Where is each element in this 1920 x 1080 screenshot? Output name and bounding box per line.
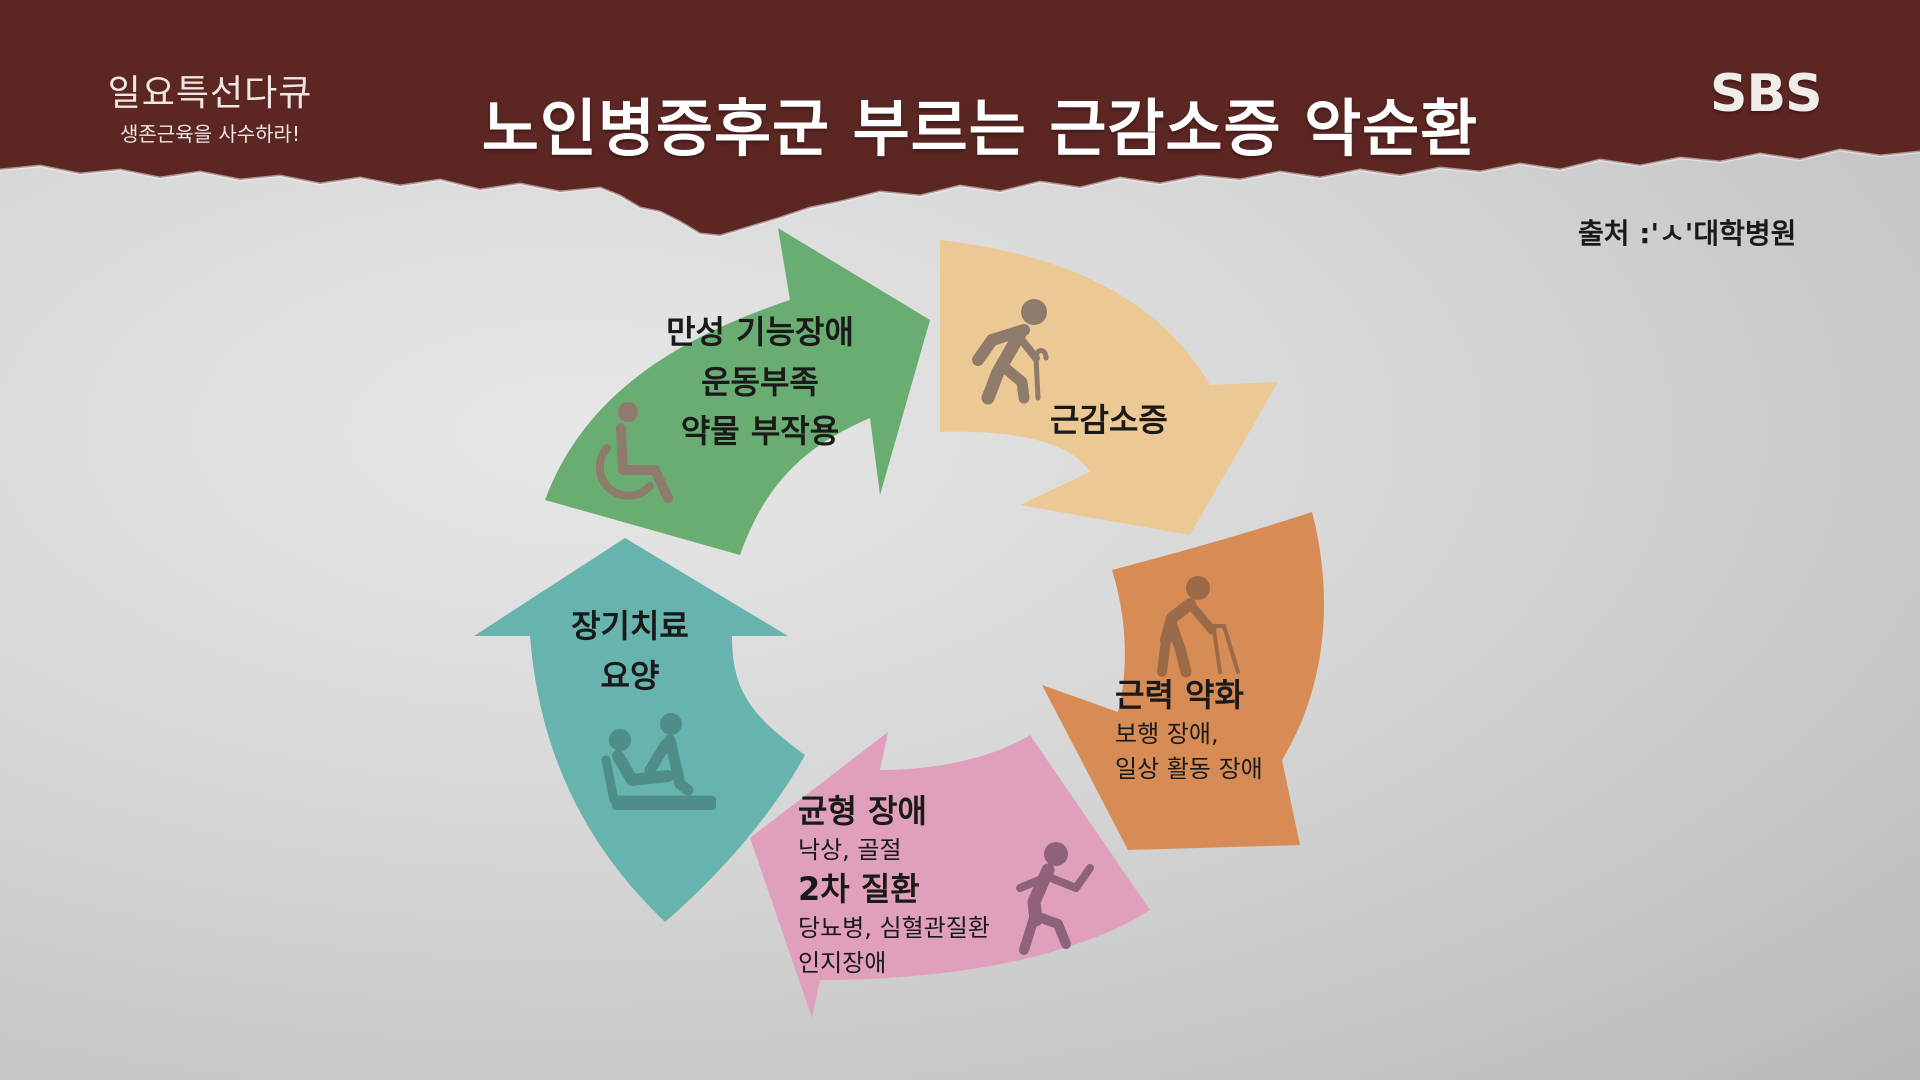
walker-icon xyxy=(1157,576,1240,678)
orange-detail-1: 보행 장애, xyxy=(1115,720,1219,749)
green-line-3: 약물 부작용 xyxy=(680,412,840,451)
program-subtitle: 생존근육을 사수하라! xyxy=(120,121,300,146)
green-line-1: 만성 기능장애 xyxy=(666,313,854,351)
arrow-pink xyxy=(750,732,1150,1018)
falling-person-icon xyxy=(1016,842,1094,955)
broadcaster-logo: SBS xyxy=(1710,64,1823,124)
program-name: 일요특선다큐 생존근육을 사수하라! xyxy=(100,74,320,147)
wheelchair-icon xyxy=(595,402,673,503)
peach-label: 근감소증 xyxy=(1050,401,1168,439)
pink-label: 균형 장애 낙상, 골절 2차 질환 당뇨병, 심혈관질환 인지장애 xyxy=(798,790,990,981)
source-caption: 출처 :'ㅅ'대학병원 xyxy=(1578,217,1797,250)
headline-title: 노인병증후군 부르는 근감소증 악순환 xyxy=(481,92,1479,165)
green-label: 만성 기능장애 운동부족 약물 부작용 xyxy=(640,308,880,457)
pink-detail-1: 낙상, 골절 xyxy=(798,836,902,865)
torn-paper-banner xyxy=(0,0,1920,238)
pink-detail-2: 당뇨병, 심혈관질환 xyxy=(798,914,990,943)
caregiver-bed-icon xyxy=(601,713,716,810)
pink-title-2: 2차 질환 xyxy=(798,869,920,908)
orange-label: 근력 약화 보행 장애, 일상 활동 장애 xyxy=(1115,674,1263,787)
pink-detail-3: 인지장애 xyxy=(798,948,887,977)
pink-title-1: 균형 장애 xyxy=(798,792,927,830)
orange-title: 근력 약화 xyxy=(1115,676,1244,714)
arrow-teal xyxy=(474,538,805,922)
arrow-orange xyxy=(1042,512,1325,850)
teal-line-2: 요양 xyxy=(600,656,660,695)
elderly-cane-icon xyxy=(972,299,1049,405)
teal-label: 장기치료 요양 xyxy=(540,602,720,701)
green-line-2: 운동부족 xyxy=(701,362,819,401)
teal-line-1: 장기치료 xyxy=(571,607,689,645)
orange-detail-2: 일상 활동 장애 xyxy=(1115,754,1263,783)
program-title: 일요특선다큐 xyxy=(107,73,313,114)
